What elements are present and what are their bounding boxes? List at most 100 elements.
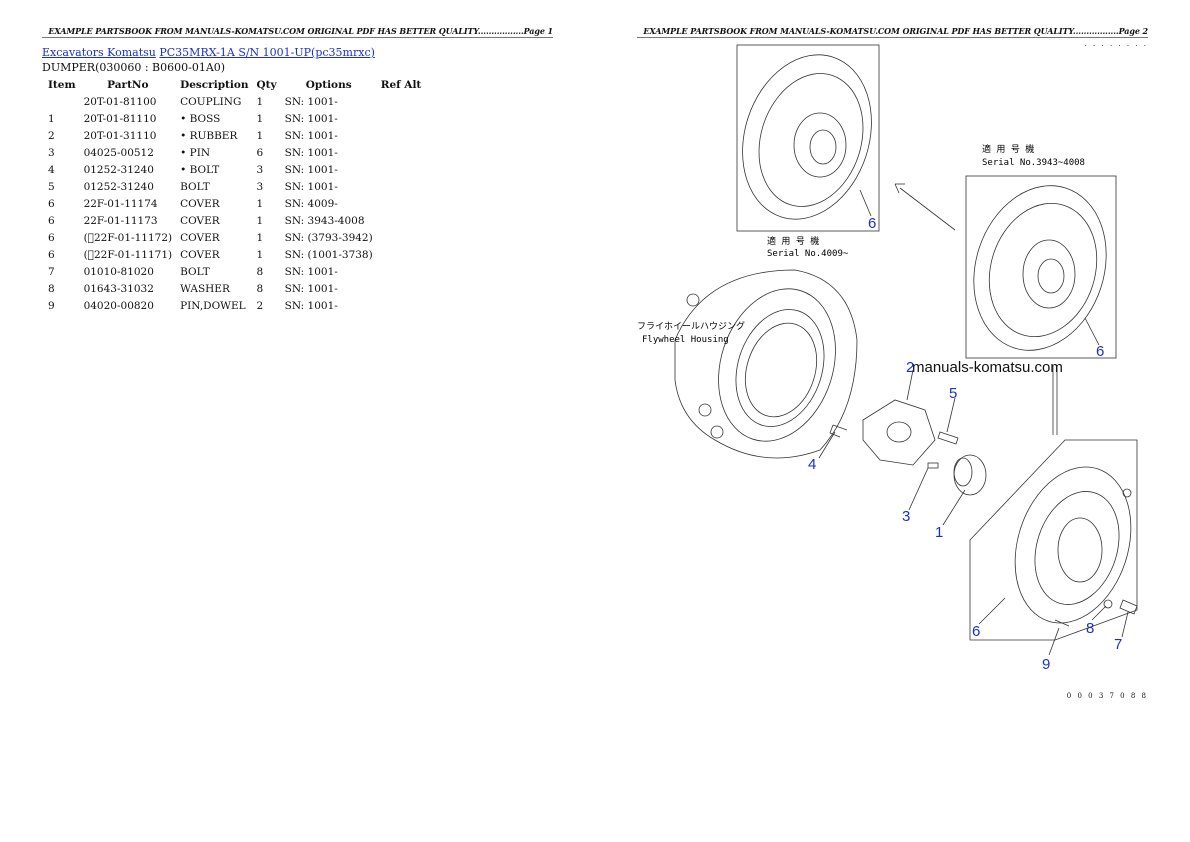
cell-options: SN: 3943-4008 [284, 214, 365, 227]
breadcrumb-link-model[interactable]: PC35MRX-1A S/N 1001-UP(pc35mrxc) [159, 46, 375, 59]
cell-partno: 04025-00512 [83, 146, 154, 159]
cell-options: SN: 1001- [284, 146, 338, 159]
coupling-rubber-drawing [862, 399, 936, 466]
breadcrumb: Excavators Komatsu PC35MRX-1A S/N 1001-U… [42, 46, 375, 59]
pin-3-drawing [927, 462, 939, 469]
diagram-code: 0 0 0 3 7 0 8 8 [1066, 692, 1148, 700]
cell-description: • PIN [180, 146, 211, 159]
cell-item: 7 [48, 265, 55, 278]
cell-partno: 01252-31240 [83, 163, 154, 176]
cell-item: 4 [48, 163, 55, 176]
cell-partno: 20T-01-31110 [83, 129, 157, 142]
cell-options: SN: 1001- [281, 265, 338, 278]
cell-qty: 1 [256, 231, 264, 244]
callout-6-bottom: 6 [972, 623, 980, 640]
cell-item: 6 [48, 214, 55, 227]
flywheel-housing-outline [674, 269, 858, 459]
cover-variant-box-right [965, 175, 1117, 359]
cell-partno: (22F-01-11172) [83, 231, 173, 244]
callout-6-right: 6 [1096, 343, 1104, 360]
cover-variant-box-top [736, 44, 880, 232]
cell-description: • BOSS [180, 112, 221, 125]
bolt-7-drawing [1119, 599, 1138, 615]
page-marker: . . . . . . . . [1084, 40, 1148, 48]
cell-qty: 1 [253, 248, 264, 261]
cell-qty: 1 [256, 214, 264, 227]
cell-ref-alt [377, 212, 426, 229]
cell-description: • RUBBER [180, 129, 238, 142]
cell-options: SN: 1001- [284, 163, 338, 176]
parts-table: Item PartNo Description Qty Options Ref … [44, 76, 425, 314]
cell-partno: 20T-01-81110 [83, 112, 157, 125]
dowel-pin-9-drawing [1054, 619, 1070, 627]
column-header-item: Item [48, 78, 76, 91]
cell-ref-alt [377, 110, 426, 127]
cell-item: 2 [48, 129, 55, 142]
cell-partno: 20T-01-81100 [83, 95, 157, 108]
callout-2: 2 [906, 359, 914, 376]
cell-item: 9 [48, 299, 55, 312]
watermark-text: manuals-komatsu.com [912, 359, 1063, 376]
callout-9: 9 [1042, 656, 1050, 673]
cell-ref-alt [377, 93, 426, 110]
cell-options: SN: 1001- [284, 180, 338, 193]
cell-qty: 1 [256, 95, 264, 108]
cell-item: 5 [48, 180, 55, 193]
cell-description: BOLT [180, 180, 210, 193]
page-header: EXAMPLE PARTSBOOK FROM MANUALS-KOMATSU.C… [643, 26, 1148, 36]
cell-options: SN: (1001-3738) [281, 248, 373, 261]
cell-description: COVER [180, 197, 220, 210]
cover-outline-right [973, 185, 1107, 351]
cell-item: 6 [48, 197, 55, 210]
bolt-4-drawing [829, 424, 848, 438]
serial-label-right-jp: 適 用 号 機 [982, 143, 1034, 155]
breadcrumb-link-category[interactable]: Excavators Komatsu [42, 46, 156, 59]
cell-options: SN: 1001- [281, 282, 338, 295]
cell-ref-alt [377, 229, 426, 246]
cell-qty: 3 [256, 180, 264, 193]
page-header: EXAMPLE PARTSBOOK FROM MANUALS-KOMATSU.C… [48, 26, 553, 36]
housing-label-jp: フライホイールハウジング [637, 320, 745, 332]
callout-1: 1 [935, 524, 943, 541]
cell-ref-alt [377, 195, 426, 212]
cell-description: PIN,DOWEL [177, 299, 246, 312]
section-title: DUMPER(030060 : B0600-01A0) [42, 61, 226, 74]
washer-8-drawing [1103, 599, 1113, 609]
table-header-row: Item PartNo Description Qty Options Ref … [44, 76, 425, 93]
cell-ref-alt [377, 280, 426, 297]
cover-outline-bottom [969, 439, 1138, 641]
cell-description: • BOLT [180, 163, 220, 176]
callout-6-top: 6 [868, 215, 876, 232]
parts-page-1: EXAMPLE PARTSBOOK FROM MANUALS-KOMATSU.C… [42, 26, 553, 314]
cell-ref-alt [377, 246, 426, 263]
header-divider [637, 37, 1148, 38]
cell-options: SN: (3793-3942) [284, 231, 373, 244]
cell-description: COVER [177, 248, 220, 261]
bolt-5-drawing [937, 431, 959, 445]
cell-qty: 1 [256, 129, 264, 142]
cell-qty: 6 [256, 146, 264, 159]
cell-ref-alt [377, 178, 426, 195]
cell-ref-alt [377, 263, 426, 280]
serial-label-right: Serial No.3943~4008 [982, 158, 1085, 168]
header-divider [42, 37, 553, 38]
cover-outline-top [742, 54, 872, 220]
callout-8: 8 [1086, 620, 1094, 637]
column-header-qty: Qty [256, 78, 277, 91]
coupling-boss-drawing [953, 454, 987, 496]
column-header-ref-alt: Ref Alt [380, 78, 422, 91]
cell-ref-alt [377, 144, 426, 161]
cell-options: SN: 4009- [284, 197, 338, 210]
